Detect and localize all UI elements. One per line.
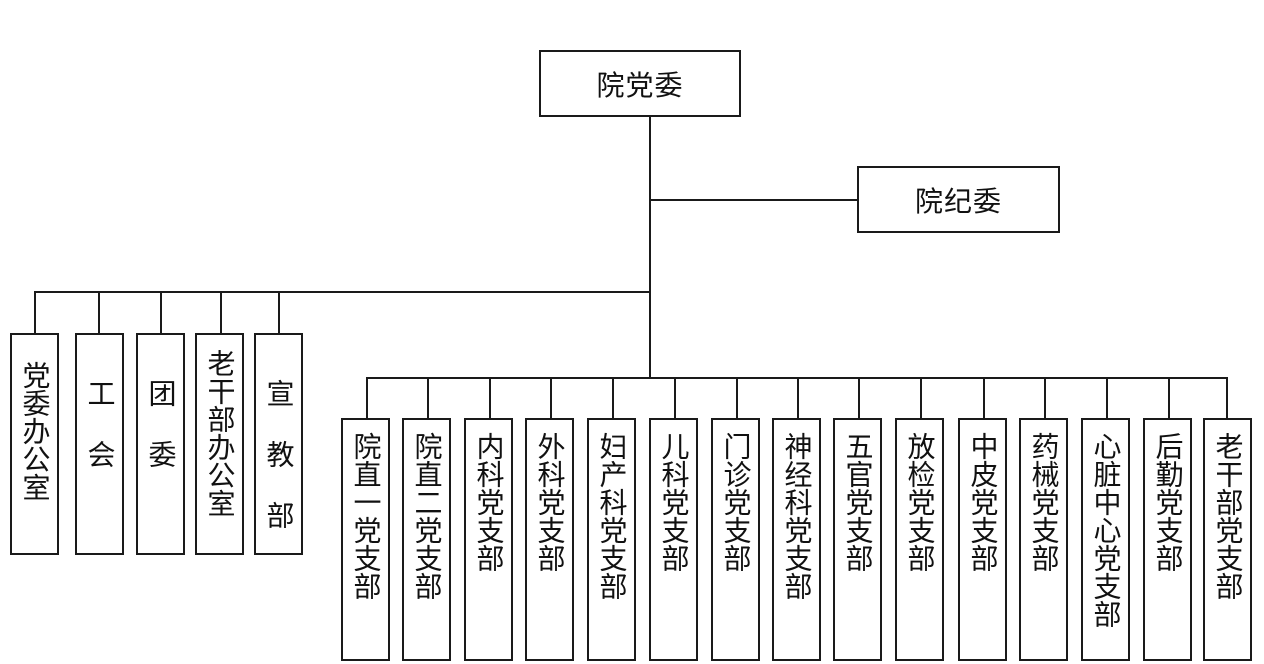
branch-box: 儿科党支部 <box>649 418 698 661</box>
side-connector-line <box>651 199 858 201</box>
drop-line <box>983 379 985 420</box>
left-unit-label: 党委办公室 <box>18 361 52 501</box>
drop-line <box>160 293 162 335</box>
branch-box: 心脏中心党支部 <box>1081 418 1130 661</box>
drop-line <box>797 379 799 420</box>
drop-line <box>1106 379 1108 420</box>
left-unit-box: 党委办公室 <box>10 333 59 555</box>
left-unit-box: 工 会 <box>75 333 124 555</box>
branch-box: 门诊党支部 <box>711 418 760 661</box>
drop-line <box>278 293 280 335</box>
branch-label: 外科党支部 <box>533 432 567 572</box>
branch-box: 中皮党支部 <box>958 418 1007 661</box>
branch-label: 儿科党支部 <box>657 432 691 572</box>
branch-box: 神经科党支部 <box>772 418 821 661</box>
drop-line <box>489 379 491 420</box>
left-unit-box: 团 委 <box>136 333 185 555</box>
drop-line <box>858 379 860 420</box>
branch-label: 心脏中心党支部 <box>1089 432 1123 628</box>
branch-label: 内科党支部 <box>472 432 506 572</box>
branch-box: 妇产科党支部 <box>587 418 636 661</box>
branch-label: 药械党支部 <box>1027 432 1061 572</box>
left-unit-box: 老干部办公室 <box>195 333 244 555</box>
side-node-label: 院纪委 <box>914 184 1002 218</box>
branch-box: 内科党支部 <box>464 418 513 661</box>
branch-label: 门诊党支部 <box>719 432 753 572</box>
top-node: 院党委 <box>539 50 741 117</box>
branch-box: 外科党支部 <box>525 418 574 661</box>
branch-box: 院直二党支部 <box>402 418 451 661</box>
branch-label: 院直一党支部 <box>349 432 383 600</box>
drop-line <box>674 379 676 420</box>
left-unit-label: 团 委 <box>144 379 178 468</box>
trunk-line <box>649 116 651 379</box>
branch-box: 药械党支部 <box>1019 418 1068 661</box>
top-node-label: 院党委 <box>596 68 684 102</box>
drop-line <box>1168 379 1170 420</box>
drop-line <box>220 293 222 335</box>
branch-bus-line <box>366 377 1228 379</box>
branch-box: 放检党支部 <box>895 418 944 661</box>
drop-line <box>366 379 368 420</box>
branch-label: 妇产科党支部 <box>595 432 629 600</box>
left-unit-label: 工 会 <box>83 379 117 468</box>
left-bus-line <box>34 291 651 293</box>
drop-line <box>34 293 36 335</box>
branch-box: 老干部党支部 <box>1203 418 1252 661</box>
branch-box: 后勤党支部 <box>1143 418 1192 661</box>
drop-line <box>1226 379 1228 420</box>
branch-label: 神经科党支部 <box>780 432 814 600</box>
branch-label: 院直二党支部 <box>410 432 444 600</box>
branch-label: 五官党支部 <box>841 432 875 572</box>
drop-line <box>736 379 738 420</box>
left-unit-label: 老干部办公室 <box>203 349 237 517</box>
left-unit-label: 宣 教 部 <box>262 379 296 529</box>
side-node: 院纪委 <box>857 166 1060 233</box>
branch-label: 放检党支部 <box>903 432 937 572</box>
drop-line <box>920 379 922 420</box>
drop-line <box>550 379 552 420</box>
drop-line <box>612 379 614 420</box>
branch-box: 五官党支部 <box>833 418 882 661</box>
branch-label: 后勤党支部 <box>1151 432 1185 572</box>
drop-line <box>427 379 429 420</box>
drop-line <box>98 293 100 335</box>
branch-label: 老干部党支部 <box>1211 432 1245 600</box>
branch-label: 中皮党支部 <box>966 432 1000 572</box>
left-unit-box: 宣 教 部 <box>254 333 303 555</box>
drop-line <box>1044 379 1046 420</box>
branch-box: 院直一党支部 <box>341 418 390 661</box>
